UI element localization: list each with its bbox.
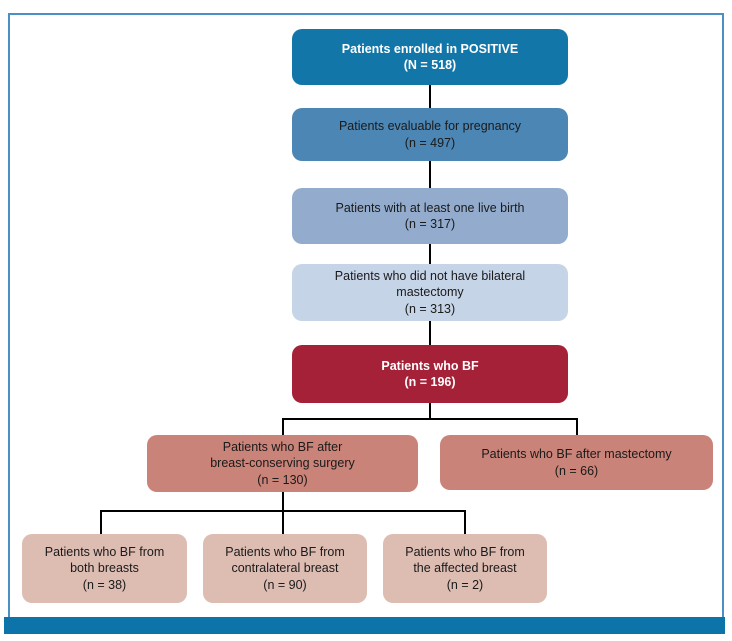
flow-box-line: Patients who BF from xyxy=(225,544,345,559)
flow-box-bf-breast-conserving: Patients who BF after breast-conserving … xyxy=(147,435,418,492)
flow-box-line: (n = 317) xyxy=(404,217,456,231)
connector-line xyxy=(282,418,578,420)
flow-box-line: (n = 497) xyxy=(404,135,456,150)
connector-line xyxy=(464,510,466,534)
connector-line xyxy=(282,418,284,435)
flow-box-line: the affected breast xyxy=(413,561,517,576)
connector-line xyxy=(429,85,431,108)
flow-box-line: breast-conserving surgery xyxy=(210,456,355,471)
figure-bottom-bar xyxy=(4,617,725,634)
connector-line xyxy=(100,510,102,534)
connector-line xyxy=(429,161,431,188)
flow-box-line: (n = 2) xyxy=(446,577,484,592)
flow-box-line: (n = 196) xyxy=(404,375,456,389)
flow-box-bf: Patients who BF (n = 196) xyxy=(292,345,568,403)
flow-box-enrolled: Patients enrolled in POSITIVE (N = 518) xyxy=(292,29,568,85)
flow-box-evaluable-pregnancy: Patients evaluable for pregnancy (n = 49… xyxy=(292,108,568,161)
flow-box-line: (n = 90) xyxy=(263,577,307,592)
flow-box-line: Patients who BF xyxy=(381,358,479,373)
flow-box-line: (n = 38) xyxy=(82,577,127,592)
flow-box-line: Patients who BF after mastectomy xyxy=(481,447,672,461)
figure-frame xyxy=(8,13,724,619)
flow-box-line: Patients evaluable for pregnancy xyxy=(338,119,522,133)
flow-box-bf-mastectomy: Patients who BF after mastectomy (n = 66… xyxy=(440,435,713,490)
flow-box-no-bilateral-mastectomy: Patients who did not have bilateral mast… xyxy=(292,264,568,321)
flow-box-line: Patients who BF after xyxy=(222,439,343,454)
flow-box-bf-affected: Patients who BF from the affected breast… xyxy=(383,534,547,603)
flow-box-line: (n = 66) xyxy=(554,463,599,478)
flow-box-line: Patients who did not have bilateral xyxy=(334,268,526,283)
connector-line xyxy=(100,510,466,512)
flow-box-line: contralateral breast xyxy=(231,561,339,576)
connector-line xyxy=(282,492,284,534)
flow-box-line: Patients who BF from xyxy=(44,544,165,559)
connector-line xyxy=(429,403,431,420)
flow-box-line: (n = 313) xyxy=(404,301,456,316)
flow-box-line: both breasts xyxy=(70,561,139,576)
flow-box-line: (n = 130) xyxy=(257,472,308,487)
flow-box-line: Patients enrolled in POSITIVE xyxy=(341,41,519,56)
flow-box-line: Patients who BF from xyxy=(405,544,525,559)
flow-box-bf-contralateral: Patients who BF from contralateral breas… xyxy=(203,534,367,603)
connector-line xyxy=(429,321,431,345)
connector-line xyxy=(576,418,578,435)
flow-box-line: mastectomy xyxy=(396,285,464,300)
flow-box-live-birth: Patients with at least one live birth (n… xyxy=(292,188,568,244)
flow-box-line: (N = 518) xyxy=(403,58,457,72)
flow-box-line: Patients with at least one live birth xyxy=(335,200,525,215)
connector-line xyxy=(429,244,431,264)
flow-box-bf-both-breasts: Patients who BF from both breasts (n = 3… xyxy=(22,534,187,603)
